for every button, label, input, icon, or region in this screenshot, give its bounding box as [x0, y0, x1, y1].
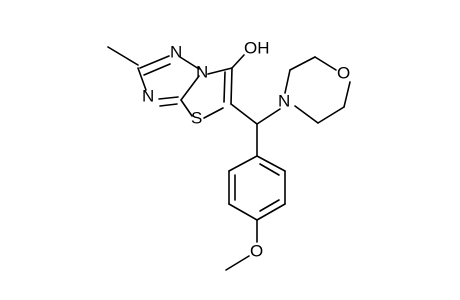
bond-c2-n3-double-b [143, 63, 171, 76]
atom-label-n4: N [142, 87, 154, 106]
bond-n4-c8a-double-b [159, 103, 178, 107]
bond-c2-n3-double-a [139, 55, 170, 69]
atom-label-n1: N [170, 43, 182, 62]
bond-morph-1 [284, 69, 291, 94]
bonds [107, 46, 351, 271]
bond-s-c6 [203, 107, 224, 119]
bond-n1-n2 [179, 56, 200, 70]
atom-labels: N N N S OH N O O [142, 39, 350, 261]
bond-c2-n4 [137, 67, 147, 91]
bond-ar-inner-1 [259, 163, 280, 176]
bond-c5-c6-double-a [230, 67, 233, 105]
atom-label-n-morpholine: N [278, 92, 290, 111]
bond-ar-1 [256, 155, 286, 172]
atom-label-o-methoxy: O [250, 242, 263, 261]
bond-c6-ch [230, 103, 258, 125]
bond-ar-3 [256, 203, 286, 221]
bond-morph-3 [314, 56, 337, 71]
bond-c5-c6-double-b [223, 71, 226, 103]
atom-label-s: S [191, 109, 202, 128]
bond-n4-c8a-double-a [158, 96, 179, 100]
bond-morph-4 [343, 81, 351, 108]
bond-morph-2 [289, 56, 316, 71]
atom-label-n2: N [196, 63, 208, 82]
bond-c8a-s [180, 99, 193, 117]
bond-ar-inner-2 [259, 199, 280, 212]
bond-c5-oh [231, 54, 245, 69]
bond-o-ch3 [225, 255, 250, 271]
bond-methyl-c2 [107, 46, 139, 66]
bond-n2-c8a [180, 75, 200, 101]
bond-ar-4 [228, 203, 258, 221]
bond-morph-6 [294, 105, 319, 124]
bond-morph-5 [317, 106, 345, 124]
bond-ch-nmorph [256, 108, 281, 125]
atom-label-oh: OH [244, 39, 270, 58]
bond-ar-6 [228, 155, 258, 172]
atom-label-o-morpholine: O [337, 64, 350, 83]
bond-n2-c5 [207, 67, 233, 75]
